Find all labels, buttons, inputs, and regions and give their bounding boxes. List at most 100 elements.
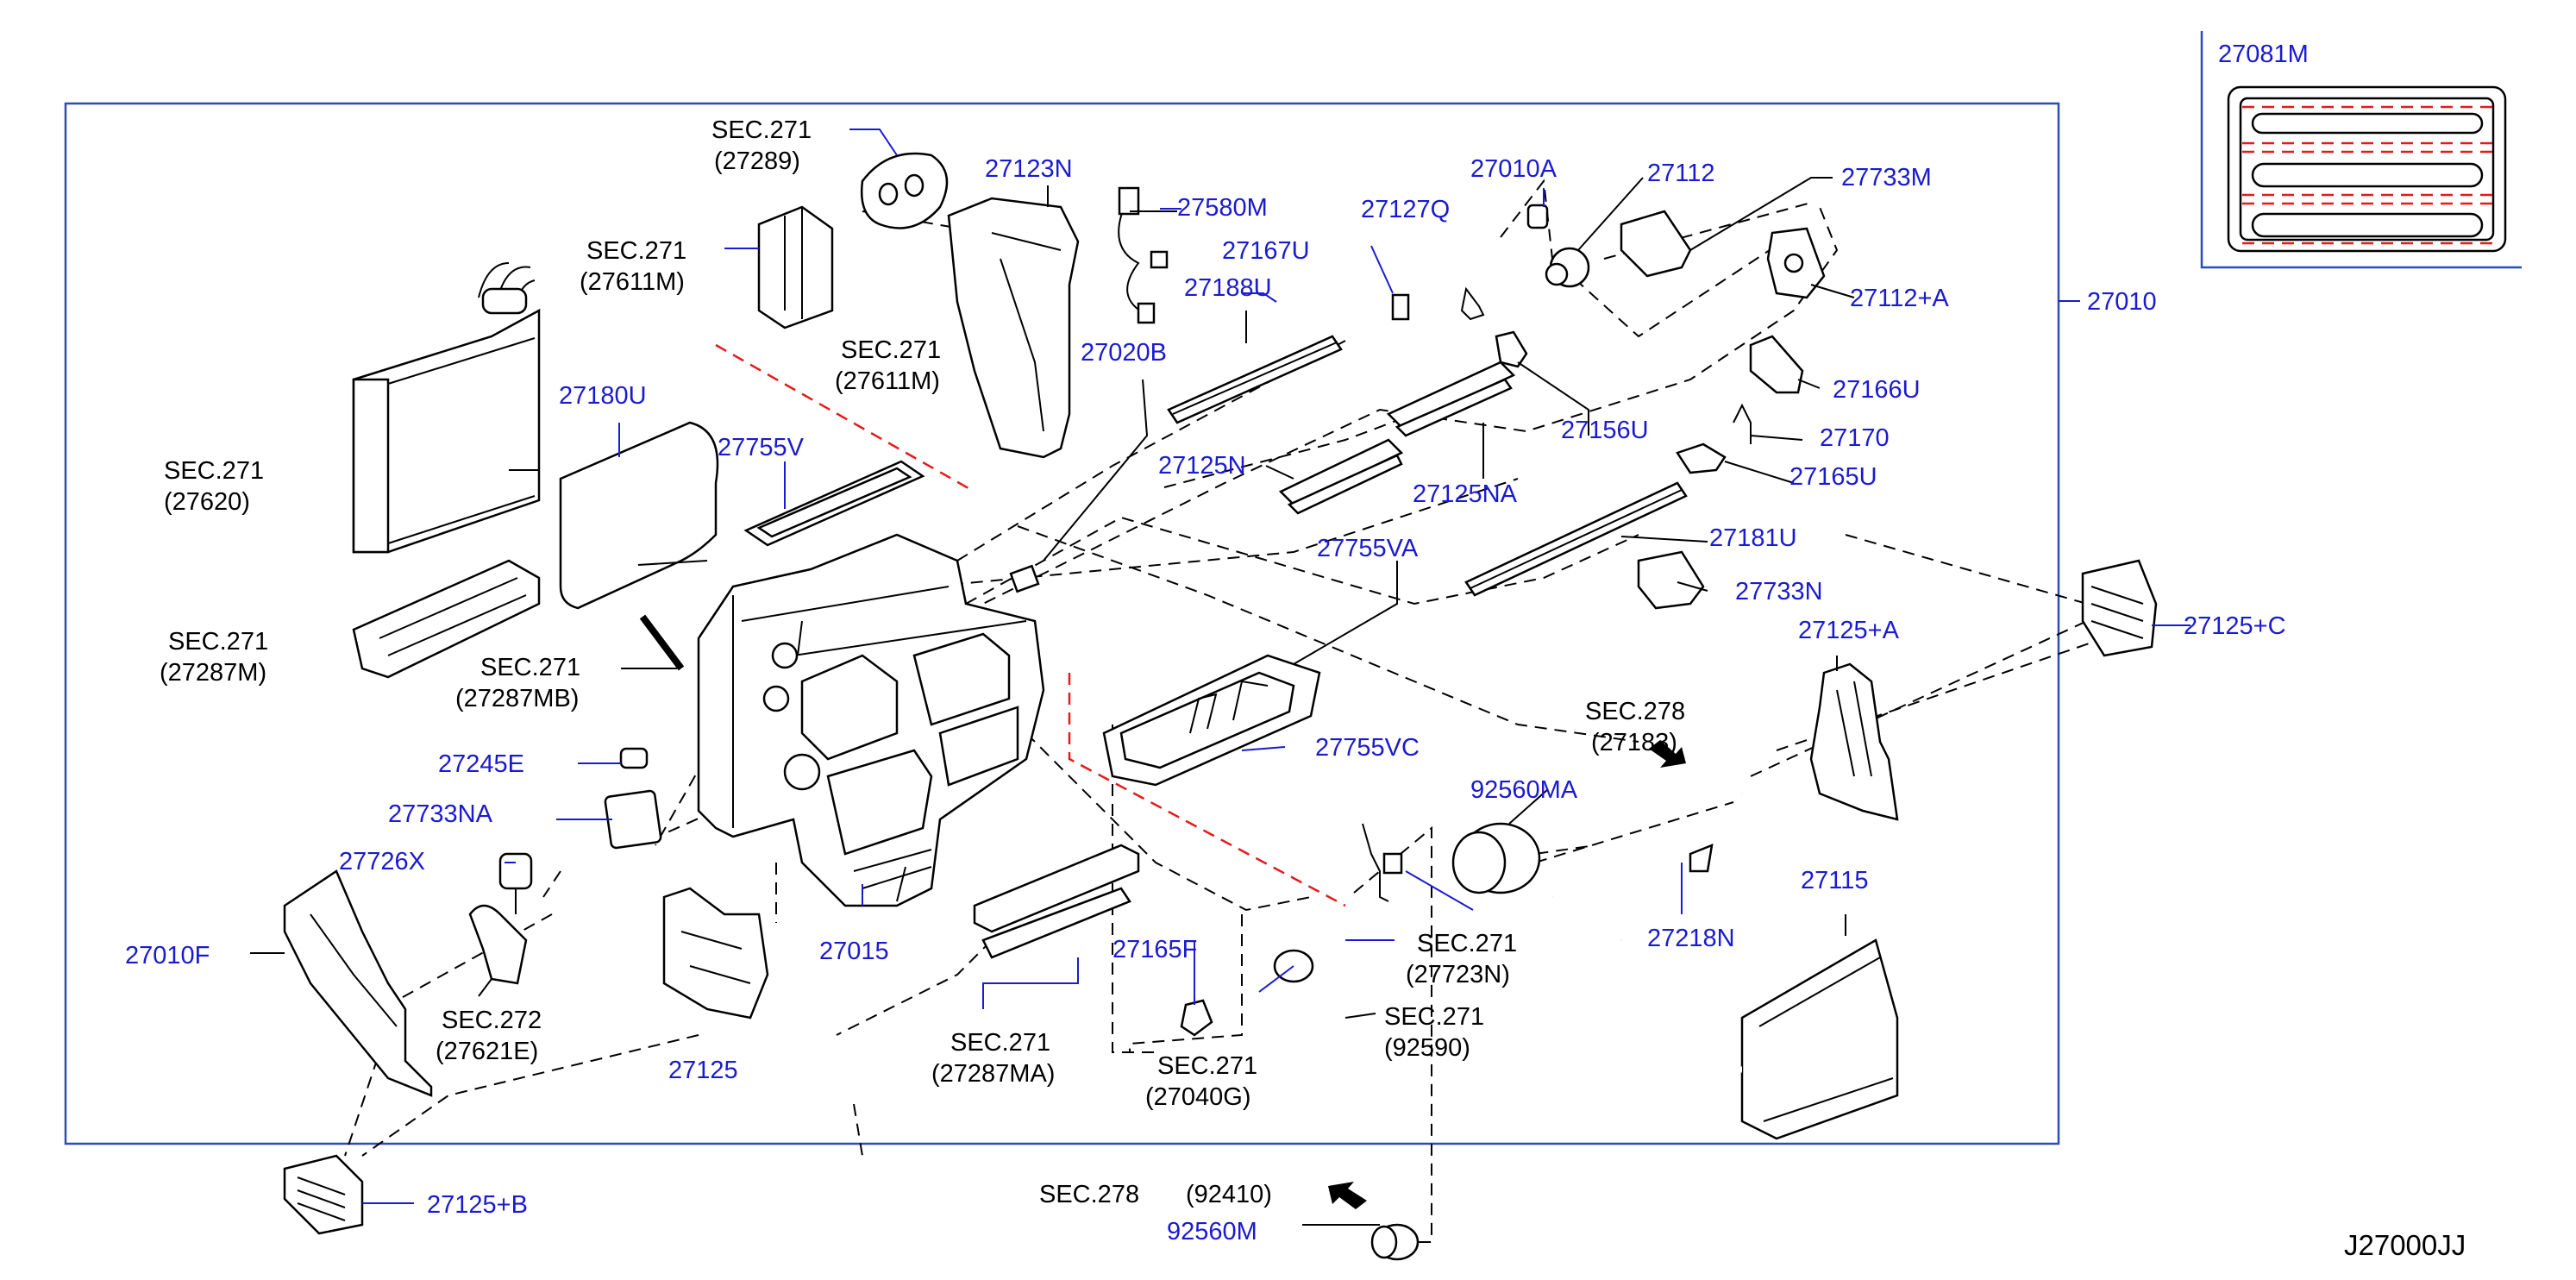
- part-27123N: [947, 197, 1080, 459]
- label-27733NA: 27733NA: [388, 800, 493, 828]
- label-27755VA: 27755VA: [1317, 535, 1419, 562]
- label-sec271-27287MB-b: (27287MB): [455, 685, 579, 712]
- main-assembly-frame: [64, 102, 2060, 1145]
- label-27165U: 27165U: [1789, 463, 1877, 491]
- label-27010A: 27010A: [1470, 155, 1558, 183]
- label-sec271-27611M-1a: SEC.271: [586, 237, 686, 265]
- label-27156U: 27156U: [1561, 417, 1649, 444]
- label-27125NA: 27125NA: [1413, 480, 1518, 508]
- grommet-92560MA: [1451, 822, 1541, 894]
- inset-frame: [2200, 31, 2522, 269]
- bracket-27166U: [1749, 335, 1804, 394]
- filter-27081M: [2227, 85, 2507, 253]
- duct-27010F: [283, 869, 433, 1097]
- label-27125N: 27125N: [1158, 452, 1246, 480]
- part-27287MA: [973, 844, 1140, 959]
- label-sec278-92410-b: (92410): [1186, 1181, 1272, 1208]
- duct-27125: [662, 887, 769, 1020]
- door-27181U: [1464, 481, 1688, 597]
- lever-27127Q: [1460, 286, 1485, 321]
- label-27115: 27115: [1801, 867, 1869, 894]
- label-sec271-27040G-a: SEC.271: [1157, 1052, 1257, 1080]
- labels: SEC.271 (27289) SEC.271 (27611M) SEC.271…: [125, 41, 2466, 1261]
- label-sec271-27289-a: SEC.271: [711, 116, 812, 144]
- label-27010F: 27010F: [125, 942, 210, 969]
- leader-lines: [250, 129, 2191, 1226]
- label-sec278-27183-a: SEC.278: [1585, 698, 1685, 725]
- clip-27218N: [1689, 844, 1714, 873]
- heater-unit-27015: [697, 533, 1045, 907]
- label-sec271-27040G-b: (27040G): [1145, 1083, 1251, 1111]
- red-dash-duct: [715, 343, 975, 493]
- label-sec271-27620-a: SEC.271: [164, 457, 264, 485]
- part-27020B: [1009, 564, 1040, 593]
- heater-core-27115: [1550, 791, 1899, 1140]
- door-27125NA: [1386, 361, 1516, 437]
- vent-27125C: [2081, 559, 2158, 657]
- red-dash-drain: [1068, 673, 1346, 907]
- label-27188U: 27188U: [1184, 274, 1272, 302]
- clip-27167U: [1391, 293, 1410, 321]
- label-sec271-27723N-a: SEC.271: [1417, 930, 1517, 957]
- label-sec271-27287M-a: SEC.271: [168, 628, 268, 656]
- part-27245E: [619, 747, 649, 769]
- actuator-27733NA: [604, 789, 662, 850]
- pin-27170: [1733, 403, 1752, 444]
- part-27723N: [1362, 823, 1389, 902]
- hose-27621E: [468, 904, 528, 985]
- diagram-code: J27000JJ: [2344, 1229, 2466, 1261]
- label-sec271-27287MA-a: SEC.271: [950, 1029, 1050, 1057]
- label-27125: 27125: [668, 1057, 738, 1084]
- label-27755VC: 27755VC: [1315, 734, 1420, 762]
- label-sec271-27611M-2a: SEC.271: [841, 336, 941, 364]
- actuator-27733N: [1637, 550, 1705, 610]
- label-sec271-27611M-2b: (27611M): [835, 367, 940, 395]
- label-27112: 27112: [1647, 160, 1715, 187]
- label-27166U: 27166U: [1833, 376, 1921, 404]
- label-sec271-27723N-b: (27723N): [1406, 961, 1510, 988]
- label-27020B: 27020B: [1081, 339, 1167, 367]
- label-27081M: 27081M: [2218, 41, 2309, 68]
- label-27218N: 27218N: [1647, 925, 1735, 952]
- label-27112A: 27112+A: [1850, 285, 1949, 312]
- label-sec271-92590-b: (92590): [1384, 1034, 1470, 1062]
- label-sec272-27621E-b: (27621E): [436, 1038, 538, 1065]
- clip-27040G: [1180, 999, 1213, 1037]
- label-sec272-27621E-a: SEC.272: [442, 1007, 542, 1034]
- label-27181U: 27181U: [1709, 524, 1797, 552]
- label-92560M: 92560M: [1167, 1218, 1257, 1245]
- label-27015: 27015: [819, 938, 889, 965]
- label-sec271-27287MB-a: SEC.271: [480, 654, 580, 681]
- duct-27125A: [1809, 662, 1899, 821]
- label-sec271-27620-b: (27620): [164, 488, 250, 516]
- grommet-92560M: [1370, 1223, 1420, 1261]
- part-27180U: [559, 421, 719, 610]
- label-sec278-92410-a: SEC.278: [1039, 1181, 1139, 1208]
- bracket-27112A: [1766, 227, 1826, 299]
- label-27127Q: 27127Q: [1361, 196, 1450, 223]
- label-92560MA: 92560MA: [1470, 776, 1578, 804]
- label-sec278-27183-b: (27183): [1591, 729, 1677, 756]
- label-27580M: 27580M: [1177, 194, 1268, 222]
- label-sec271-27289-b: (27289): [714, 147, 800, 175]
- arrow-sec278-92410: [1328, 1182, 1367, 1209]
- part-27287MB: [639, 614, 685, 671]
- label-27165F: 27165F: [1113, 936, 1197, 963]
- evaporator-27620: [352, 262, 541, 554]
- actuator-27112: [1545, 210, 1692, 288]
- clip-27723N: [1382, 852, 1403, 875]
- label-27170: 27170: [1820, 424, 1890, 452]
- part-27287M: [352, 559, 541, 679]
- part-27611M: [757, 205, 834, 329]
- part-27289: [860, 152, 949, 229]
- part-27755VA: [1102, 654, 1321, 787]
- label-27125B: 27125+B: [427, 1191, 528, 1219]
- label-sec271-27287MA-b: (27287MA): [931, 1060, 1055, 1088]
- part-27755V: [743, 460, 925, 547]
- label-27123N: 27123N: [985, 155, 1073, 183]
- label-27125C: 27125+C: [2184, 612, 2286, 640]
- screw-27010A: [1526, 204, 1549, 229]
- arrow-sec278-27183: [1649, 740, 1686, 768]
- label-27755V: 27755V: [718, 434, 805, 461]
